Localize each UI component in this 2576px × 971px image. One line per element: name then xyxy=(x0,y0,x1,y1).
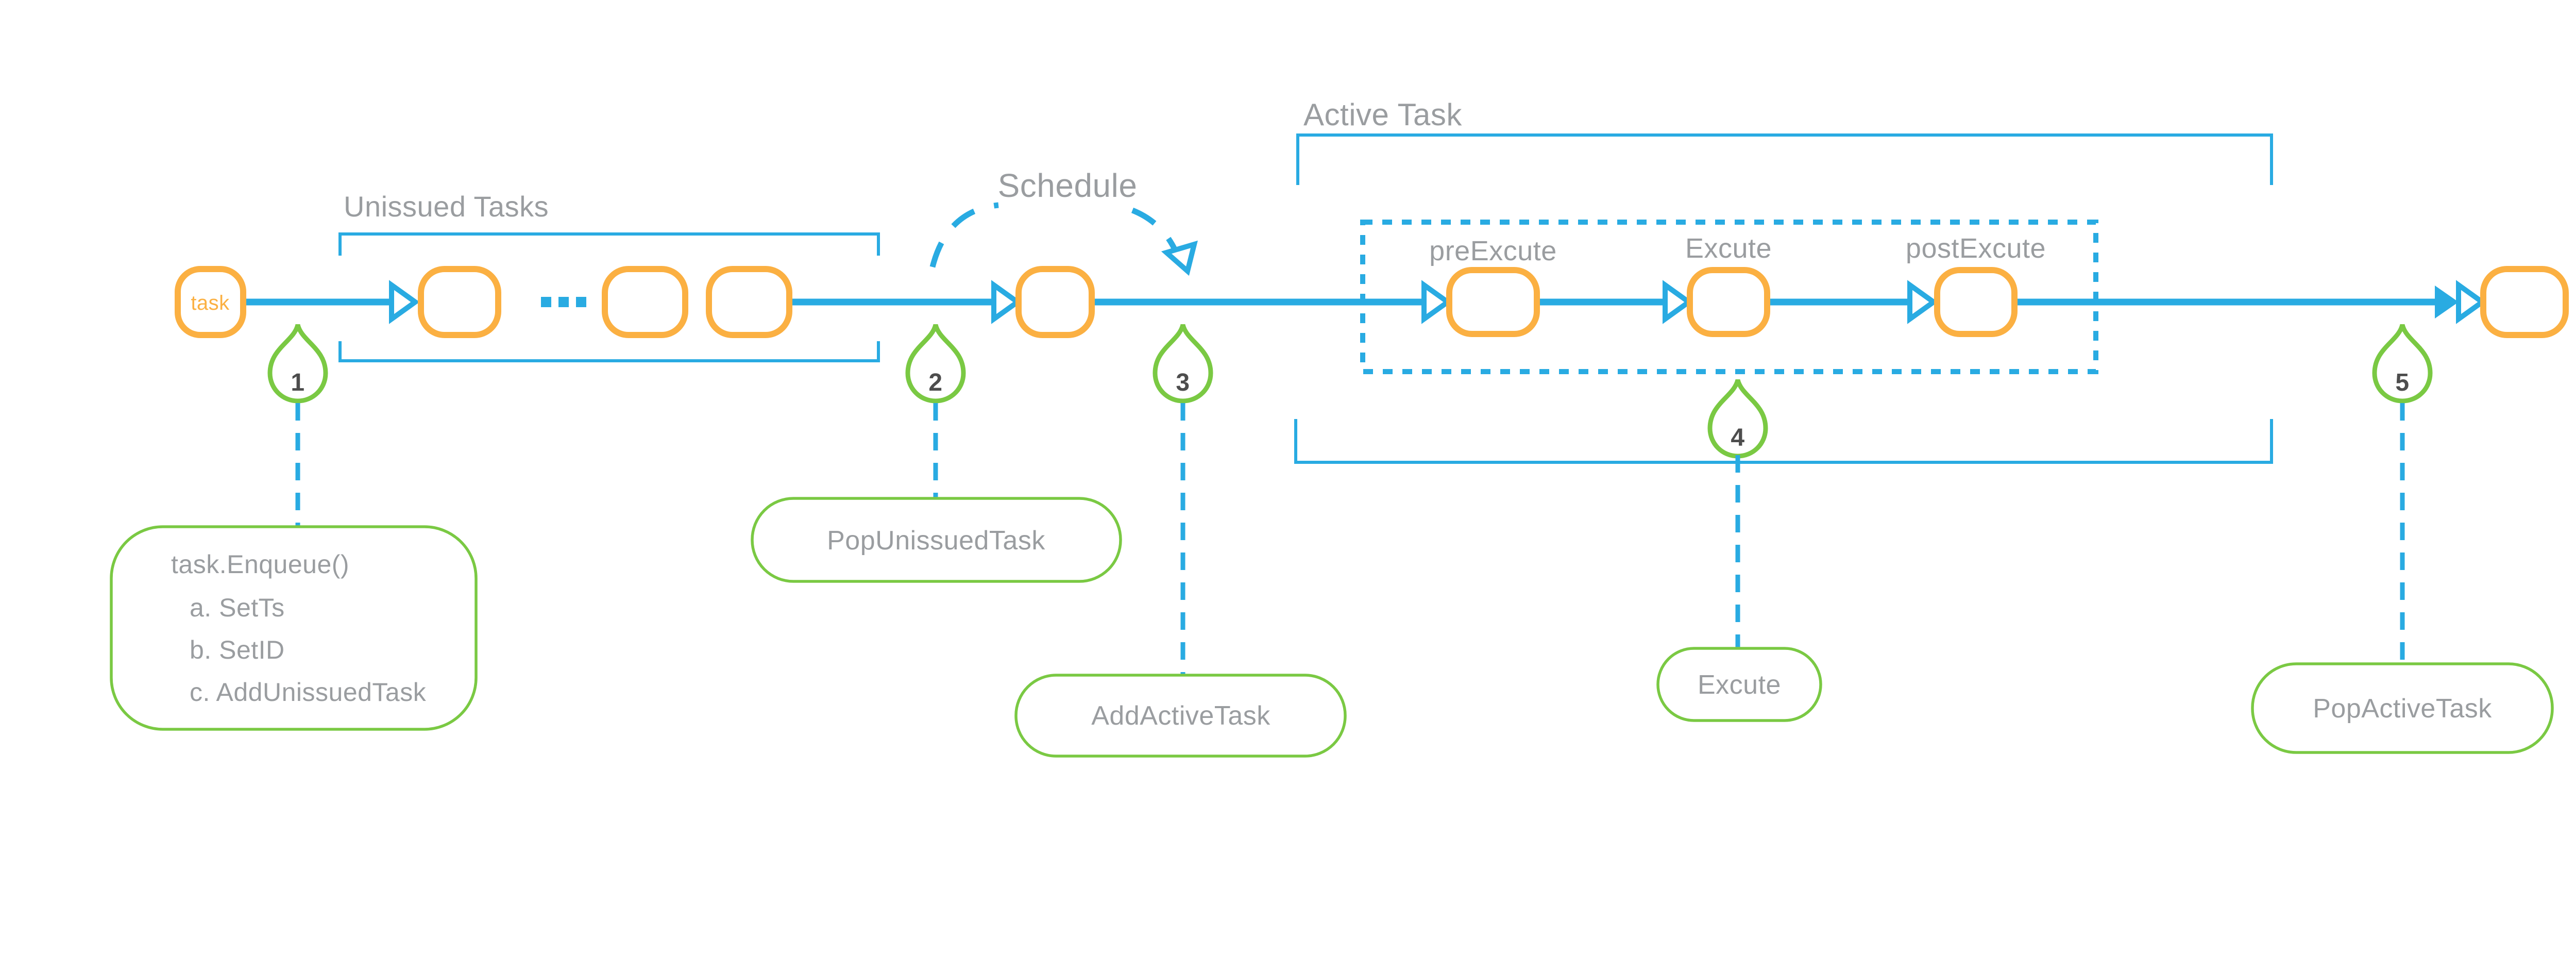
note-bubble-3: AddActiveTask xyxy=(1014,674,1347,758)
arrowhead-icon xyxy=(389,280,420,324)
post-excute-node xyxy=(1934,267,2018,337)
flow-nodes: task xyxy=(175,266,2569,338)
active-task-bracket-top xyxy=(1296,133,2273,185)
note-bubble-3-shape xyxy=(1014,674,1347,758)
excute-node xyxy=(1687,267,1770,337)
queue-node-2 xyxy=(602,266,688,338)
ellipsis-dot-icon xyxy=(541,297,551,307)
schedule-node xyxy=(1015,266,1095,338)
queue-ellipsis-dots xyxy=(541,297,586,307)
marker-5: 5 xyxy=(2372,324,2433,404)
schedule-label: Schedule xyxy=(998,167,1138,204)
ellipsis-dot-icon xyxy=(576,297,586,307)
excute-label: Excute xyxy=(1685,233,1772,264)
arrowhead-icon xyxy=(1663,280,1693,324)
schedule-group: Schedule xyxy=(929,167,1198,276)
queue-node-1 xyxy=(418,266,501,338)
pre-excute-node xyxy=(1446,267,1540,337)
schedule-arc-left xyxy=(929,202,999,268)
task-node xyxy=(175,266,246,338)
note-bubble-1-line-4: c. AddUnissuedTask xyxy=(190,678,427,707)
arrowhead-icon xyxy=(991,280,1022,324)
arrowhead-solid-icon xyxy=(2435,286,2459,319)
schedule-arc-arrowhead-icon xyxy=(1161,240,1198,276)
completed-node xyxy=(2480,266,2569,338)
note-bubbles: task.Enqueue() a. SetTs b. SetID c. AddU… xyxy=(110,497,2554,758)
schedule-arc-right xyxy=(1131,207,1180,255)
marker-5-number: 5 xyxy=(2395,369,2409,396)
pre-excute-label: preExcute xyxy=(1429,236,1557,266)
note-bubble-2-shape xyxy=(751,497,1122,583)
marker-4: 4 xyxy=(1707,379,1768,459)
main-flow-lines xyxy=(243,280,2487,324)
note-bubble-2-text: PopUnissuedTask xyxy=(827,526,1045,556)
marker-3-drop-icon xyxy=(1153,324,1213,404)
unissued-tasks-bracket-top xyxy=(338,232,880,256)
marker-2-number: 2 xyxy=(928,369,942,396)
active-task-group: Active Task preExcute Excute postExcute xyxy=(1294,97,2273,464)
unissued-tasks-label: Unissued Tasks xyxy=(344,190,549,223)
marker-2-drop-icon xyxy=(905,324,966,404)
marker-3: 3 xyxy=(1153,324,1213,404)
ellipsis-dot-icon xyxy=(558,297,569,307)
execution-stages-dotted-box xyxy=(1360,220,2098,374)
note-bubble-1: task.Enqueue() a. SetTs b. SetID c. AddU… xyxy=(110,525,478,731)
marker-3-number: 3 xyxy=(1176,369,1190,396)
note-bubble-5-text: PopActiveTask xyxy=(2313,694,2492,724)
marker-1-number: 1 xyxy=(291,369,304,396)
note-bubble-1-shape xyxy=(110,525,478,731)
note-bubble-3-text: AddActiveTask xyxy=(1091,701,1270,731)
marker-2: 2 xyxy=(905,324,966,404)
marker-5-drop-icon xyxy=(2372,324,2433,404)
step-markers: 1 2 3 4 5 xyxy=(267,324,2433,459)
queue-node-3 xyxy=(706,266,792,338)
marker-4-number: 4 xyxy=(1731,424,1744,451)
note-bubble-5-shape xyxy=(2251,662,2554,754)
note-bubble-4-shape xyxy=(1656,647,1822,722)
arrowhead-icon xyxy=(1907,280,1938,324)
active-task-bracket-bottom xyxy=(1294,419,2273,464)
marker-1: 1 xyxy=(267,324,328,404)
marker-connectors xyxy=(295,403,2405,691)
note-bubble-5: PopActiveTask xyxy=(2251,662,2554,754)
arrowhead-icon xyxy=(2456,280,2487,324)
arrowhead-icon xyxy=(1421,280,1452,324)
unissued-tasks-group: Unissued Tasks xyxy=(338,190,880,362)
note-bubble-1-line-3: b. SetID xyxy=(190,635,285,664)
post-excute-label: postExcute xyxy=(1906,233,2046,264)
task-node-label: task xyxy=(191,292,230,314)
note-bubble-4-text: Excute xyxy=(1698,670,1781,700)
active-task-label: Active Task xyxy=(1303,97,1462,132)
note-bubble-2: PopUnissuedTask xyxy=(751,497,1122,583)
note-bubble-1-line-1: task.Enqueue() xyxy=(171,550,349,579)
marker-1-drop-icon xyxy=(267,324,328,404)
note-bubble-1-line-2: a. SetTs xyxy=(190,593,285,622)
note-bubble-4: Excute xyxy=(1656,647,1822,722)
unissued-tasks-bracket-bottom xyxy=(338,341,880,362)
